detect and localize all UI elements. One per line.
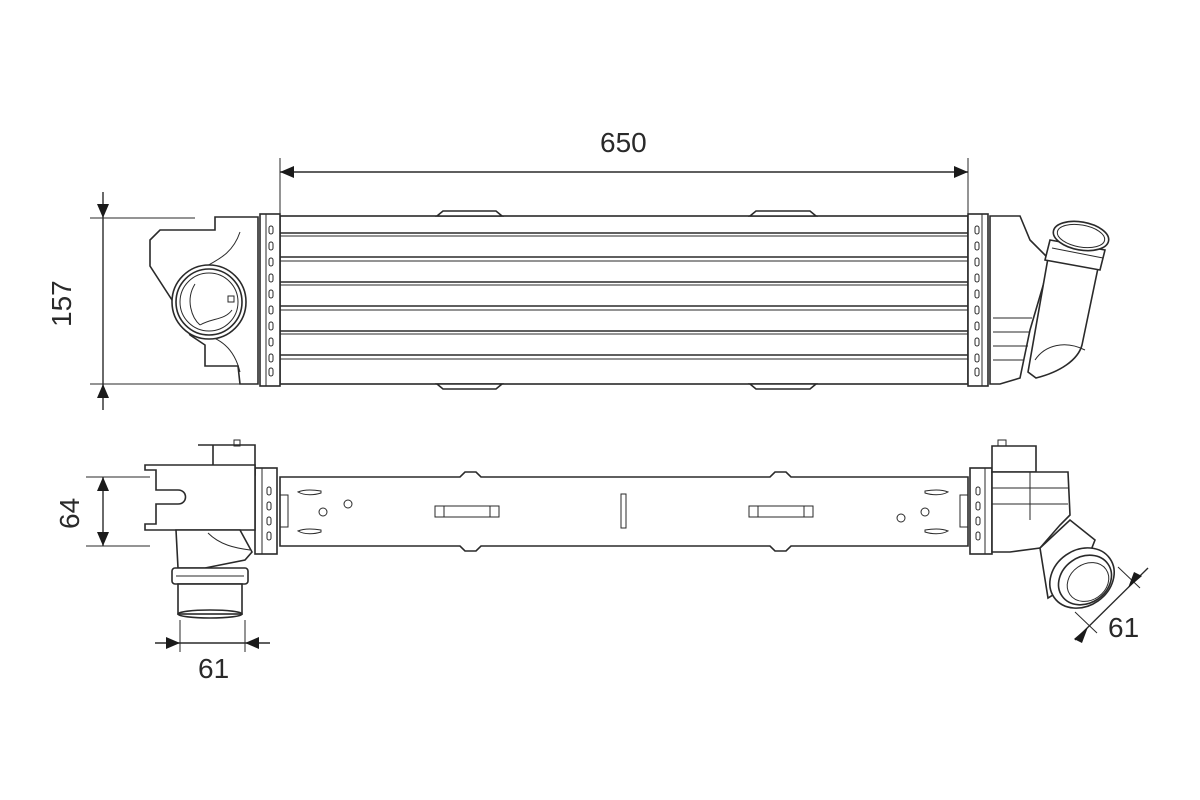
dimension-61-left (155, 620, 270, 652)
left-tank (149, 216, 259, 385)
bottom-bracket-right (747, 383, 819, 390)
dimension-61-left-label: 61 (198, 653, 230, 684)
dimension-157 (90, 192, 240, 410)
dimension-61-right (1074, 566, 1149, 643)
top-bracket-left (434, 210, 505, 217)
top-bracket-right (747, 210, 819, 217)
right-pipe-opening-side (1049, 547, 1115, 609)
left-header (259, 213, 281, 387)
right-tank-side (991, 439, 1115, 609)
dimension-157-label: 157 (46, 280, 77, 327)
right-header-side (969, 467, 993, 555)
dimension-61-right-label: 61 (1108, 612, 1140, 643)
dimension-650 (279, 158, 969, 214)
slot-right (748, 505, 814, 518)
left-tank-side (144, 439, 256, 619)
dimension-64 (86, 476, 150, 547)
slot-left (434, 505, 500, 518)
bottom-bracket-left (434, 383, 505, 390)
dimension-650-label: 650 (600, 127, 647, 158)
left-port-ring (171, 264, 247, 340)
left-header-side (254, 467, 278, 555)
left-pipe-opening (177, 583, 243, 615)
right-tank (989, 215, 1110, 385)
side-plate (279, 471, 969, 552)
right-header (967, 213, 989, 387)
side-view (86, 439, 1149, 652)
top-view (90, 158, 1110, 410)
dimension-64-label: 64 (54, 497, 85, 529)
core-tubes (280, 232, 968, 360)
center-slot (620, 493, 627, 529)
